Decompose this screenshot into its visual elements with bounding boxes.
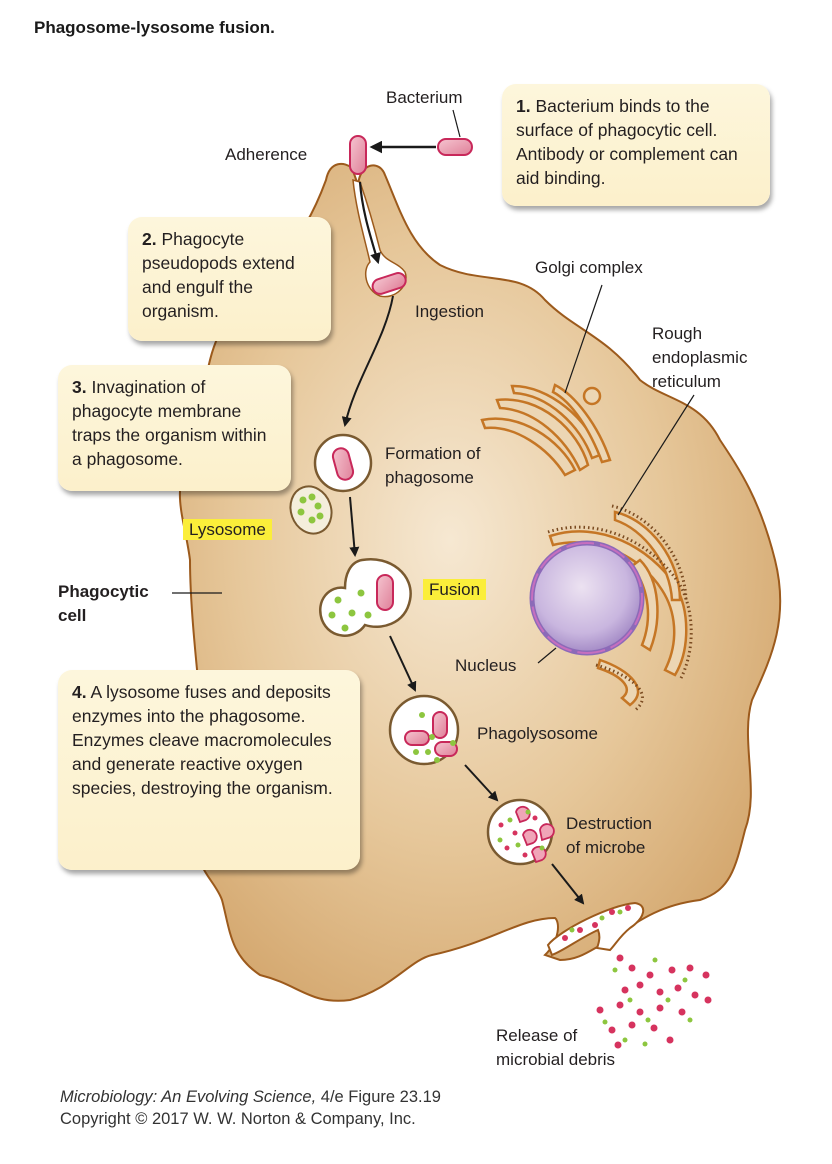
label-rer: Rough endoplasmic reticulum [652, 322, 747, 394]
step-3-number: 3. [72, 377, 87, 397]
step-1-number: 1. [516, 96, 531, 116]
label-ingestion: Ingestion [415, 302, 484, 321]
label-lysosome: Lysosome [183, 518, 272, 542]
step-box-4: 4. A lysosome fuses and deposits enzymes… [58, 670, 360, 870]
label-release: Release of microbial debris [496, 1024, 615, 1072]
label-destruction-line1: Destruction [566, 814, 652, 833]
caption-book: Microbiology: An Evolving Science, [60, 1088, 317, 1106]
step-4-text: A lysosome fuses and deposits enzymes in… [72, 682, 333, 798]
label-bacterium: Bacterium [386, 88, 463, 107]
step-box-1: 1. Bacterium binds to the surface of pha… [502, 84, 770, 206]
bacterium-ingestion [371, 272, 407, 295]
figure-caption: Microbiology: An Evolving Science, 4/e F… [60, 1086, 441, 1130]
bacterium-free [437, 138, 473, 156]
label-rer-line1: Rough [652, 324, 703, 343]
label-adherence: Adherence [225, 145, 308, 164]
step-4-number: 4. [72, 682, 87, 702]
ingestion-arrow [358, 181, 381, 265]
phagosome [313, 433, 373, 493]
caption-edition: 4/e Figure 23.19 [316, 1088, 441, 1106]
release-channel [546, 901, 645, 957]
step-2-number: 2. [142, 229, 157, 249]
phagolysosome-arrow [389, 635, 417, 692]
label-phagocytic-line2: cell [58, 606, 87, 625]
rer-leader-line [617, 394, 695, 516]
label-golgi: Golgi complex [535, 258, 643, 277]
label-formation: Formation of phagosome [385, 442, 480, 490]
caption-line1: Microbiology: An Evolving Science, 4/e F… [60, 1086, 441, 1108]
label-formation-line2: phagosome [385, 468, 474, 487]
bacterium-adherence [349, 135, 367, 175]
lysosome [289, 485, 333, 535]
figure-title: Phagosome-lysosome fusion. [34, 18, 275, 37]
label-fusion-text: Fusion [423, 579, 487, 600]
destruction-vesicle [486, 798, 555, 866]
label-rer-line3: reticulum [652, 372, 721, 391]
nucleus-leader-line [537, 647, 557, 664]
caption-copyright: Copyright © 2017 W. W. Norton & Company,… [60, 1110, 416, 1128]
label-formation-line1: Formation of [385, 444, 481, 463]
phagolysosome [388, 694, 460, 766]
label-phagolysosome: Phagolysosome [477, 724, 598, 743]
destruction-arrow [464, 764, 499, 802]
fusion-vesicle [319, 557, 412, 637]
release-arrow [551, 863, 585, 905]
label-lysosome-text: Lysosome [183, 519, 272, 540]
step-1-text: Bacterium binds to the surface of phagoc… [516, 96, 738, 188]
fusion-arrow [349, 496, 360, 557]
phagosome-formation-arrow [341, 295, 394, 427]
microbial-debris [562, 905, 712, 1049]
step-box-3: 3. Invagination of phagocyte membrane tr… [58, 365, 291, 491]
label-destruction-line2: of microbe [566, 838, 646, 857]
label-destruction: Destruction of microbe [566, 812, 652, 860]
label-release-line2: microbial debris [496, 1050, 616, 1069]
ingestion-channel [352, 178, 407, 298]
golgi-leader-line [564, 284, 603, 394]
step-box-2: 2. Phagocyte pseudopods extend and engul… [128, 217, 331, 341]
label-nucleus: Nucleus [455, 656, 517, 675]
label-phagocytic-line1: Phagocytic [58, 582, 149, 601]
label-rer-line2: endoplasmic [652, 348, 748, 367]
step-3-text: Invagination of phagocyte membrane traps… [72, 377, 267, 469]
golgi-complex [480, 383, 612, 477]
nucleus [529, 540, 645, 656]
label-phagocytic-cell: Phagocytic cell [58, 580, 149, 628]
label-release-line1: Release of [496, 1026, 578, 1045]
step-2-text: Phagocyte pseudopods extend and engulf t… [142, 229, 295, 321]
label-fusion: Fusion [423, 578, 487, 602]
